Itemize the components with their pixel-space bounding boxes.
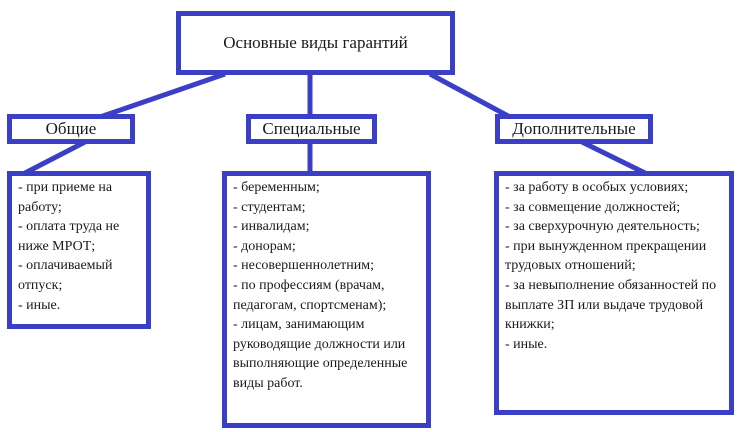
list-item: - лицам, занимающим руководящие должност… — [233, 317, 408, 391]
list-item: - оплачиваемый отпуск; — [18, 258, 113, 293]
connector-additional-list — [580, 139, 647, 176]
list-item: - оплата труда не ниже МРОТ; — [18, 219, 120, 254]
list-item: - иные. — [18, 297, 61, 313]
list-item: - при вынужденном прекращении трудовых о… — [505, 238, 707, 274]
list-item: - за совмещение должностей; — [505, 199, 681, 215]
category-general-box: Общие — [7, 114, 135, 144]
list-item: - по профессиям (врачам, педагогам, спор… — [233, 277, 387, 313]
list-item: - за работу в особых условиях; — [505, 180, 689, 195]
category-general-title: Общие — [45, 119, 97, 138]
special-list-box: - беременным; - студентам; - инвалидам; … — [222, 171, 431, 428]
list-item: - иные. — [505, 336, 548, 352]
general-list-box: - при приеме на работу; - оплата труда н… — [7, 171, 151, 329]
list-item: - за сверхурочную деятельность; — [505, 219, 700, 235]
category-additional-title: Дополнительные — [512, 119, 636, 138]
list-item: - при приеме на работу; — [18, 180, 113, 215]
connector-root-additional — [428, 71, 512, 120]
category-additional-box: Дополнительные — [495, 114, 653, 144]
list-item: - беременным; — [233, 180, 320, 195]
root-box: Основные виды гарантий — [176, 11, 455, 75]
connector-general-list — [23, 139, 87, 176]
list-item: - донорам; — [233, 238, 296, 254]
list-item: - студентам; — [233, 199, 306, 215]
category-special-box: Специальные — [246, 114, 377, 144]
category-special-title: Специальные — [262, 119, 361, 138]
list-item: - несовершеннолетним; — [233, 258, 375, 274]
list-item: - за невыполнение обязанностей по выплат… — [505, 277, 717, 333]
additional-list-box: - за работу в особых условиях; - за совм… — [494, 171, 734, 415]
connector-root-general — [99, 71, 226, 120]
list-item: - инвалидам; — [233, 219, 310, 235]
root-title: Основные виды гарантий — [223, 33, 408, 52]
